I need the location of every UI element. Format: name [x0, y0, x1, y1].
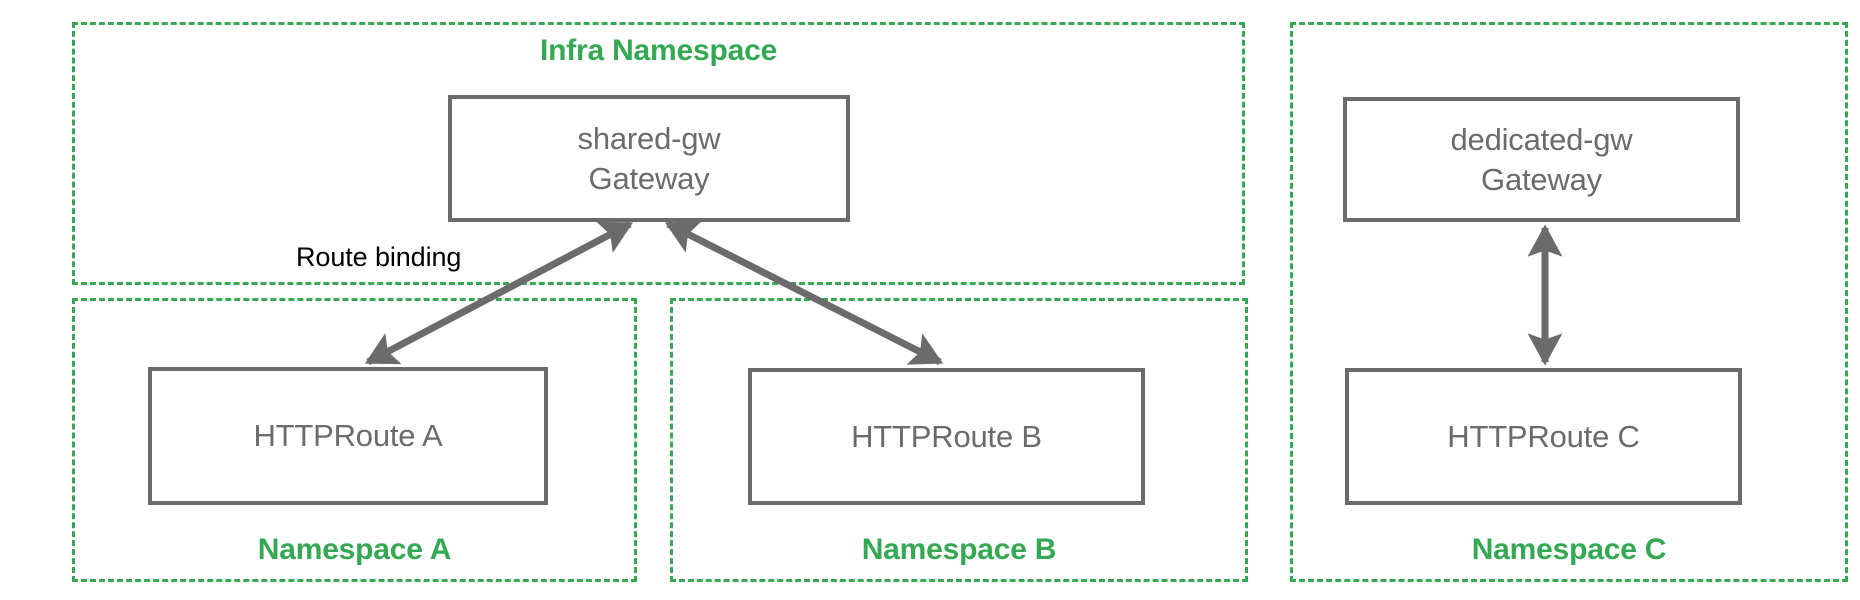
resource-label-httproute-c: HTTPRoute C	[1447, 418, 1640, 454]
resource-box-httproute-a[interactable]: HTTPRoute A	[148, 367, 548, 505]
namespace-label-infra: Infra Namespace	[539, 34, 778, 67]
namespace-container-infra[interactable]	[72, 22, 1245, 285]
resource-box-shared-gw[interactable]: shared-gw Gateway	[448, 95, 850, 222]
namespace-container-ns-c[interactable]	[1290, 22, 1848, 582]
namespace-container-ns-b[interactable]	[670, 298, 1248, 582]
resource-name-dedicated-gw: dedicated-gw	[1450, 121, 1633, 157]
annotation-route-binding: Route binding	[296, 242, 462, 272]
namespace-container-ns-a[interactable]	[72, 298, 637, 582]
namespace-label-ns-a: Namespace A	[257, 533, 452, 566]
namespace-label-ns-c: Namespace C	[1471, 533, 1667, 566]
resource-label-shared-gw: shared-gw Gateway	[452, 119, 846, 198]
resource-name-shared-gw: shared-gw	[577, 120, 721, 156]
namespace-label-ns-b: Namespace B	[861, 533, 1057, 566]
resource-label-httproute-b: HTTPRoute B	[851, 418, 1042, 454]
resource-kind-dedicated-gw: Gateway	[1481, 161, 1602, 197]
resource-label-httproute-a: HTTPRoute A	[253, 418, 443, 454]
resource-kind-shared-gw: Gateway	[588, 160, 710, 196]
resource-label-dedicated-gw: dedicated-gw Gateway	[1347, 120, 1736, 199]
resource-box-httproute-c[interactable]: HTTPRoute C	[1345, 368, 1742, 505]
resource-box-httproute-b[interactable]: HTTPRoute B	[748, 368, 1145, 505]
resource-box-dedicated-gw[interactable]: dedicated-gw Gateway	[1343, 97, 1740, 222]
